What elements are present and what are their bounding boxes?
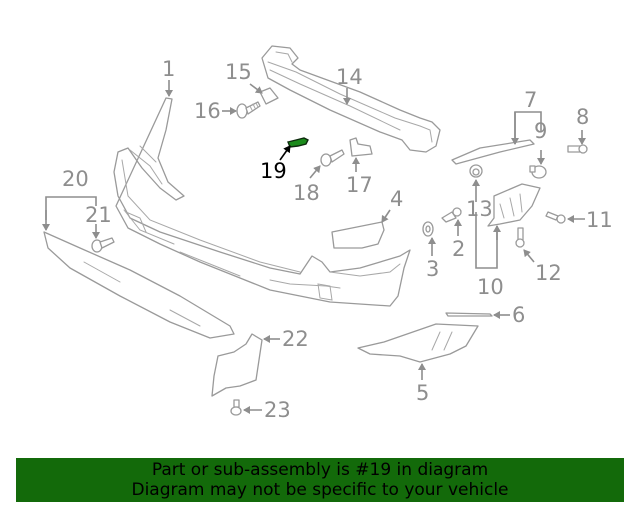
part-19-highlighted[interactable] bbox=[287, 137, 309, 148]
info-banner: Part or sub-assembly is #19 in diagram D… bbox=[16, 458, 624, 502]
callout-15[interactable]: 15 bbox=[225, 60, 252, 84]
part-15-clip[interactable] bbox=[259, 87, 279, 105]
part-17-bracket[interactable] bbox=[349, 137, 373, 157]
part-4-reflector[interactable] bbox=[331, 221, 385, 249]
part-23-clip[interactable] bbox=[230, 399, 242, 416]
callout-8[interactable]: 8 bbox=[576, 105, 589, 129]
callout-11[interactable]: 11 bbox=[586, 208, 613, 232]
callout-13[interactable]: 13 bbox=[466, 197, 493, 221]
part-14-reinforcement-beam[interactable] bbox=[261, 45, 441, 153]
callout-3[interactable]: 3 bbox=[426, 257, 439, 281]
callout-20[interactable]: 20 bbox=[62, 167, 89, 191]
part-10-bracket[interactable] bbox=[487, 183, 541, 227]
callout-17[interactable]: 17 bbox=[346, 173, 373, 197]
callout-21[interactable]: 21 bbox=[85, 203, 112, 227]
callout-10[interactable]: 10 bbox=[477, 275, 504, 299]
callout-14[interactable]: 14 bbox=[336, 65, 363, 89]
banner-part-notice: Part or sub-assembly is #19 in diagram bbox=[151, 460, 489, 480]
part-18-screw[interactable] bbox=[320, 149, 345, 167]
part-6-molding[interactable] bbox=[445, 312, 493, 317]
callout-16[interactable]: 16 bbox=[194, 99, 221, 123]
callout-23[interactable]: 23 bbox=[264, 398, 291, 422]
part-5-undercover[interactable] bbox=[357, 323, 479, 363]
callout-5[interactable]: 5 bbox=[416, 381, 429, 405]
part-20-lower-garnish[interactable] bbox=[43, 231, 235, 339]
part-12-bolt[interactable] bbox=[515, 227, 525, 248]
part-2-bolt[interactable] bbox=[441, 207, 462, 223]
part-9-clip[interactable] bbox=[529, 165, 547, 179]
callout-labels: 1 2 3 4 5 6 7 8 9 10 11 12 13 14 15 16 1… bbox=[62, 57, 613, 422]
parts-diagram: 1 2 3 4 5 6 7 8 9 10 11 12 13 14 15 16 1… bbox=[42, 45, 613, 422]
part-3-washer[interactable] bbox=[422, 221, 434, 237]
banner-disclaimer: Diagram may not be specific to your vehi… bbox=[131, 480, 509, 500]
callout-22[interactable]: 22 bbox=[282, 327, 309, 351]
part-8-bolt[interactable] bbox=[567, 144, 588, 154]
callout-6[interactable]: 6 bbox=[512, 303, 525, 327]
part-16-bolt[interactable] bbox=[236, 101, 261, 119]
part-11-bolt[interactable] bbox=[545, 211, 566, 224]
part-7-garnish[interactable] bbox=[451, 139, 535, 165]
callout-1[interactable]: 1 bbox=[162, 57, 175, 81]
callout-12[interactable]: 12 bbox=[535, 261, 562, 285]
callout-19-highlighted[interactable]: 19 bbox=[260, 159, 287, 183]
callout-9[interactable]: 9 bbox=[534, 119, 547, 143]
callout-4[interactable]: 4 bbox=[390, 187, 403, 211]
part-22-side-bracket[interactable] bbox=[211, 333, 263, 397]
callout-18[interactable]: 18 bbox=[293, 181, 320, 205]
callout-2[interactable]: 2 bbox=[452, 237, 465, 261]
part-21-screw[interactable] bbox=[91, 237, 115, 253]
leader-lines bbox=[42, 80, 586, 414]
part-1-bumper-cover[interactable] bbox=[113, 97, 411, 307]
part-13-nut[interactable] bbox=[469, 164, 483, 178]
callout-7[interactable]: 7 bbox=[524, 88, 537, 112]
